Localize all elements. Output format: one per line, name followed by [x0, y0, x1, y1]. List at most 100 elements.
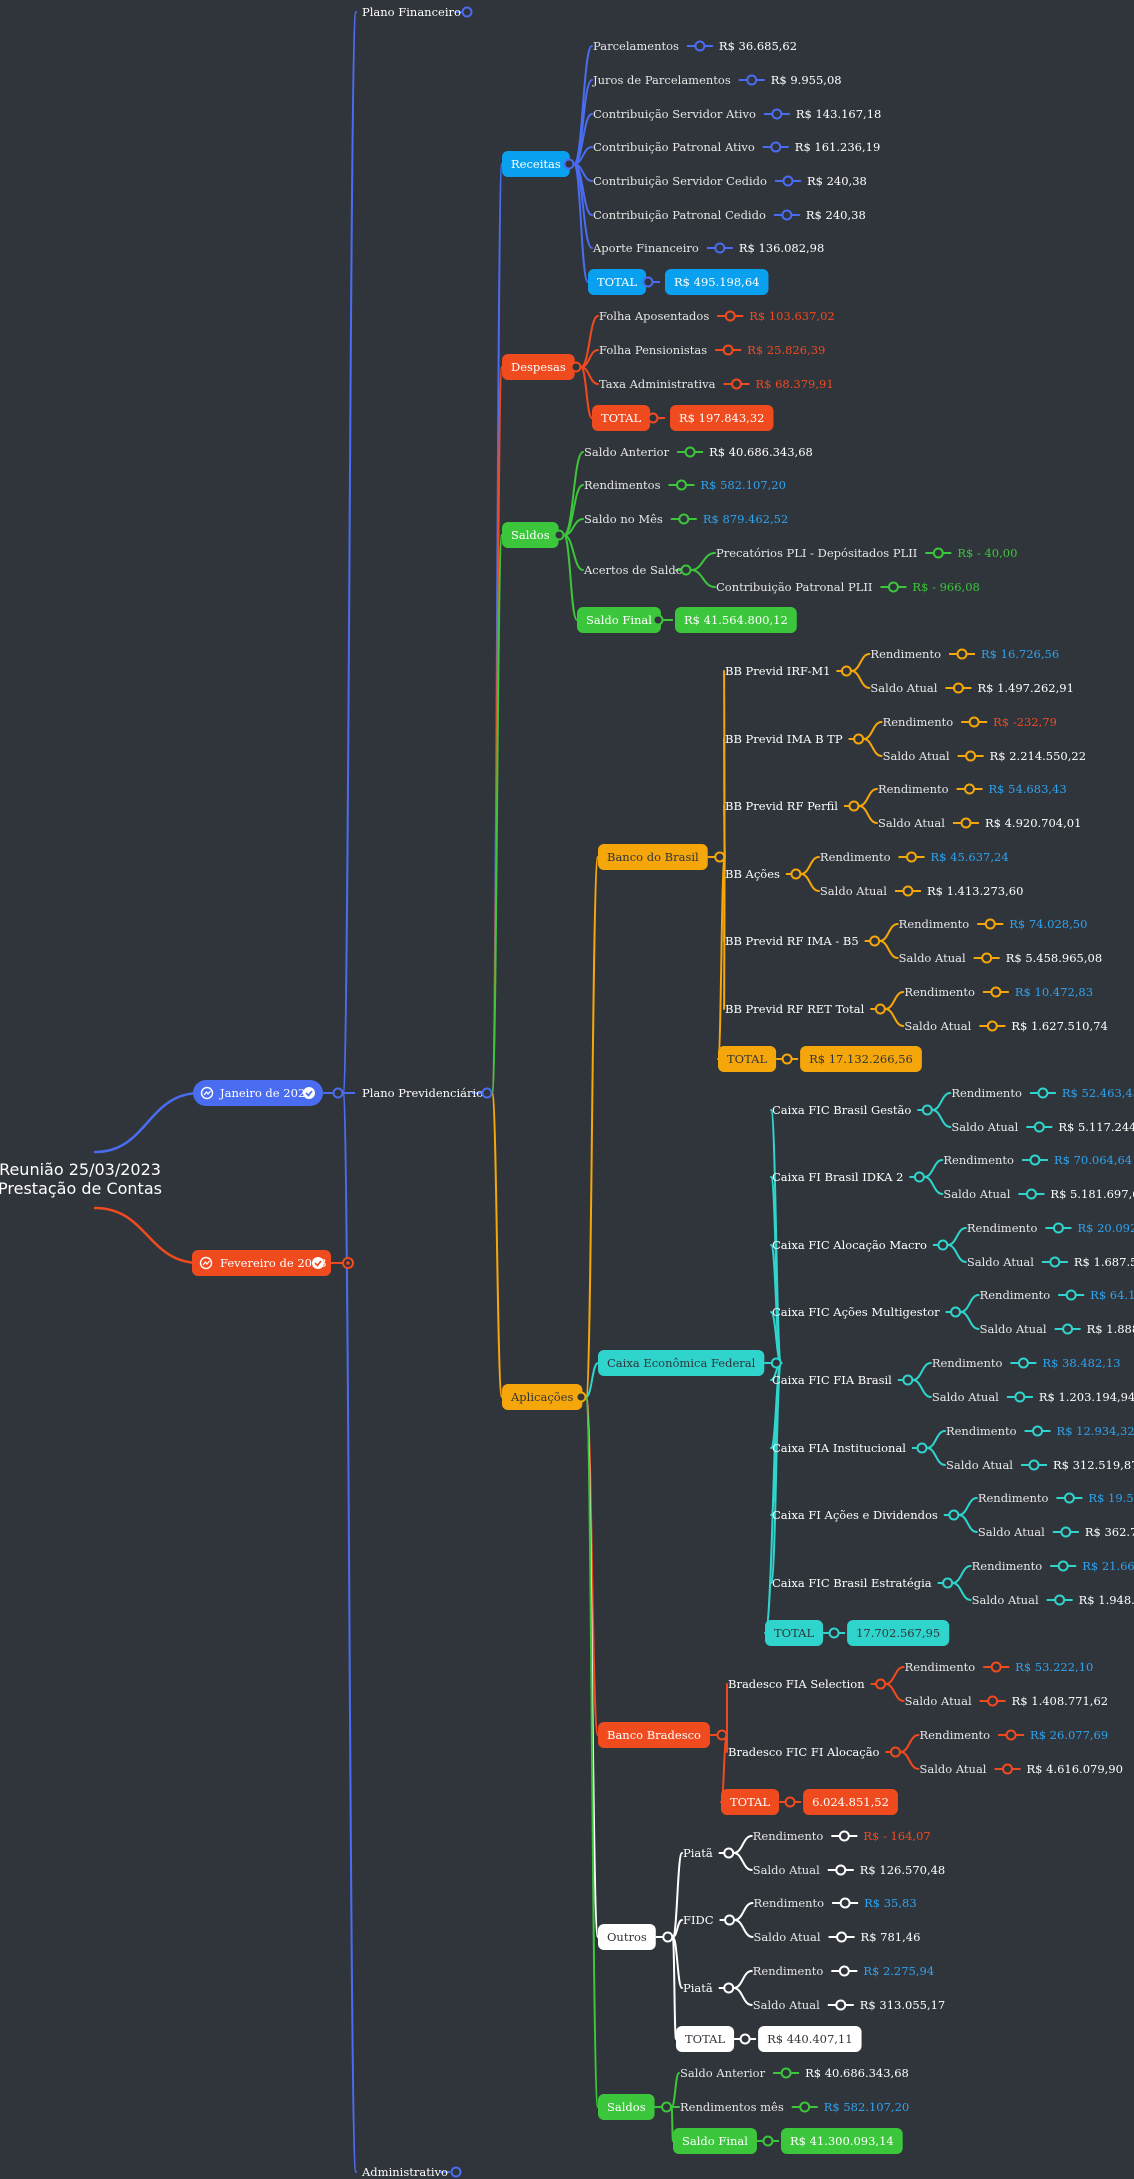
bradesco-fund-1-rendimento-name[interactable]: Rendimento: [919, 1728, 990, 1742]
janeiro-connector-dot[interactable]: [332, 1087, 344, 1099]
caixa-fund-7-saldo-value[interactable]: R$ 1.948.766,71: [1079, 1593, 1134, 1607]
caixa-fund-0-saldo-dot[interactable]: [1033, 1121, 1045, 1133]
caixa-fund-3-saldo-dot[interactable]: [1062, 1323, 1074, 1335]
bradesco-fund-0-rendimento-value[interactable]: R$ 53.222,10: [1015, 1660, 1093, 1674]
receitas-item-4-dot[interactable]: [782, 175, 794, 187]
receitas-item-6-name[interactable]: Aporte Financeiro: [592, 241, 699, 255]
caixa-fund-6-dot[interactable]: [948, 1509, 960, 1521]
caixa-total-value[interactable]: 17.702.567,95: [847, 1620, 950, 1646]
caixa-fund-1[interactable]: Caixa FI Brasil IDKA 2: [772, 1170, 903, 1184]
receitas-item-0-name[interactable]: Parcelamentos: [593, 39, 679, 53]
caixa-fund-5[interactable]: Caixa FIA Institucional: [772, 1441, 906, 1455]
bradesco-total-value[interactable]: 6.024.851,52: [803, 1789, 898, 1815]
bb-fund-2-rendimento-value[interactable]: R$ 54.683,43: [989, 782, 1067, 796]
caixa-fund-6-rendimento-value[interactable]: R$ 19.511,90: [1088, 1491, 1134, 1505]
bb-fund-4-saldo-dot[interactable]: [981, 952, 993, 964]
month-fevereiro[interactable]: Fevereiro de 2023: [192, 1250, 331, 1276]
caixa-fund-7[interactable]: Caixa FIC Brasil Estratégia: [772, 1576, 932, 1590]
plano-previdenciario-dot[interactable]: [481, 1087, 493, 1099]
bradesco-fund-0[interactable]: Bradesco FIA Selection: [728, 1677, 865, 1691]
collapse-icon[interactable]: [303, 1087, 315, 1099]
outros-fund-0-rendimento-dot[interactable]: [838, 1830, 850, 1842]
bb-fund-5-saldo-dot[interactable]: [986, 1020, 998, 1032]
outros-fund-1-rendimento-value[interactable]: R$ 35,83: [864, 1896, 917, 1910]
saldos-rendimentos-value[interactable]: R$ 582.107,20: [700, 478, 785, 492]
plano-previdenciario[interactable]: Plano Previdenciário: [362, 1086, 483, 1100]
caixa-fund-3-rendimento-name[interactable]: Rendimento: [980, 1288, 1051, 1302]
outros-node[interactable]: Outros: [598, 1924, 656, 1950]
caixa-fund-0-rendimento-dot[interactable]: [1037, 1087, 1049, 1099]
receitas-dot[interactable]: [563, 158, 575, 170]
aplicacoes-rendimentos-name[interactable]: Rendimentos mês: [680, 2100, 784, 2114]
bb-fund-3-saldo-name[interactable]: Saldo Atual: [820, 884, 887, 898]
outros-fund-2-saldo-dot[interactable]: [835, 1999, 847, 2011]
bb-fund-1-saldo-dot[interactable]: [965, 750, 977, 762]
bradesco-total-dot[interactable]: [784, 1796, 796, 1808]
despesas-item-1-value[interactable]: R$ 25.826,39: [747, 343, 825, 357]
receitas-item-5-value[interactable]: R$ 240,38: [806, 208, 866, 222]
caixa-fund-7-rendimento-value[interactable]: R$ 21.661,18: [1082, 1559, 1134, 1573]
bradesco-fund-1-saldo-dot[interactable]: [1001, 1763, 1013, 1775]
bradesco-fund-1[interactable]: Bradesco FIC FI Alocação: [728, 1745, 880, 1759]
bb-fund-2-dot[interactable]: [848, 800, 860, 812]
bb-fund-1-saldo-value[interactable]: R$ 2.214.550,22: [990, 749, 1086, 763]
bb-fund-5-rendimento-dot[interactable]: [990, 986, 1002, 998]
plano-financeiro[interactable]: Plano Financeiro: [362, 5, 461, 19]
caixa-fund-0-rendimento-value[interactable]: R$ 52.463,43: [1062, 1086, 1134, 1100]
caixa-fund-0-saldo-value[interactable]: R$ 5.117.244,98: [1058, 1120, 1134, 1134]
bb-fund-5-saldo-value[interactable]: R$ 1.627.510,74: [1011, 1019, 1107, 1033]
receitas-item-4-value[interactable]: R$ 240,38: [807, 174, 867, 188]
acerto-1-dot[interactable]: [887, 581, 899, 593]
outros-fund-2-rendimento-dot[interactable]: [838, 1965, 850, 1977]
collapse-icon[interactable]: [312, 1257, 324, 1269]
caixa-fund-3-saldo-name[interactable]: Saldo Atual: [980, 1322, 1047, 1336]
saldos-node[interactable]: Saldos: [502, 522, 559, 548]
bb-fund-3-rendimento-value[interactable]: R$ 45.637,24: [931, 850, 1009, 864]
caixa-fund-3-rendimento-value[interactable]: R$ 64.133,41: [1090, 1288, 1134, 1302]
bb-fund-2-saldo-dot[interactable]: [960, 817, 972, 829]
despesas-item-1-name[interactable]: Folha Pensionistas: [599, 343, 707, 357]
bradesco-fund-0-saldo-dot[interactable]: [987, 1695, 999, 1707]
caixa-node[interactable]: Caixa Econômica Federal: [598, 1350, 765, 1376]
despesas-item-2-name[interactable]: Taxa Administrativa: [599, 377, 716, 391]
caixa-fund-1-saldo-name[interactable]: Saldo Atual: [943, 1187, 1010, 1201]
receitas-item-1-dot[interactable]: [746, 74, 758, 86]
bb-dot[interactable]: [714, 851, 726, 863]
acerto-1-value[interactable]: R$ - 966,08: [912, 580, 979, 594]
caixa-fund-5-rendimento-name[interactable]: Rendimento: [946, 1424, 1017, 1438]
receitas-item-0-value[interactable]: R$ 36.685,62: [719, 39, 797, 53]
bb-fund-0-rendimento-dot[interactable]: [956, 648, 968, 660]
bb-fund-4-dot[interactable]: [869, 935, 881, 947]
caixa-fund-2-rendimento-dot[interactable]: [1052, 1222, 1064, 1234]
caixa-fund-0-rendimento-name[interactable]: Rendimento: [951, 1086, 1022, 1100]
aplicacoes-saldo-anterior-value[interactable]: R$ 40.686.343,68: [805, 2066, 909, 2080]
saldo-final[interactable]: Saldo Final: [577, 607, 661, 633]
aplicacoes-saldo-final-dot[interactable]: [762, 2135, 774, 2147]
outros-fund-0-rendimento-value[interactable]: R$ - 164,07: [863, 1829, 930, 1843]
outros-fund-0-dot[interactable]: [723, 1847, 735, 1859]
despesas-item-0-dot[interactable]: [724, 310, 736, 322]
bradesco-fund-1-rendimento-dot[interactable]: [1005, 1729, 1017, 1741]
saldos-acertos[interactable]: Acertos de Saldos: [583, 563, 689, 577]
bb-fund-0-dot[interactable]: [840, 665, 852, 677]
outros-fund-0[interactable]: Piatã: [683, 1846, 713, 1860]
saldos-mes-dot[interactable]: [678, 513, 690, 525]
outros-fund-2-saldo-name[interactable]: Saldo Atual: [753, 1998, 820, 2012]
caixa-fund-4-saldo-dot[interactable]: [1014, 1391, 1026, 1403]
acerto-0-name[interactable]: Precatórios PLI - Depósitados PLII: [716, 546, 917, 560]
plano-administrativo[interactable]: Administrativo: [361, 2165, 448, 2179]
caixa-fund-1-dot[interactable]: [913, 1171, 925, 1183]
receitas-item-6-value[interactable]: R$ 136.082,98: [739, 241, 824, 255]
outros-fund-1-rendimento-name[interactable]: Rendimento: [754, 1896, 825, 1910]
receitas-total-value[interactable]: R$ 495.198,64: [665, 269, 769, 295]
caixa-fund-4-saldo-value[interactable]: R$ 1.203.194,94: [1039, 1390, 1134, 1404]
saldos-rendimentos-name[interactable]: Rendimentos: [584, 478, 661, 492]
caixa-fund-6-rendimento-name[interactable]: Rendimento: [978, 1491, 1049, 1505]
bradesco-total[interactable]: TOTAL: [721, 1789, 780, 1815]
bb-fund-4-rendimento-value[interactable]: R$ 74.028,50: [1009, 917, 1087, 931]
bb-fund-0-saldo-name[interactable]: Saldo Atual: [870, 681, 937, 695]
outros-total[interactable]: TOTAL: [676, 2026, 735, 2052]
outros-fund-0-saldo-dot[interactable]: [835, 1864, 847, 1876]
caixa-fund-7-saldo-name[interactable]: Saldo Atual: [972, 1593, 1039, 1607]
receitas-item-2-value[interactable]: R$ 143.167,18: [796, 107, 881, 121]
